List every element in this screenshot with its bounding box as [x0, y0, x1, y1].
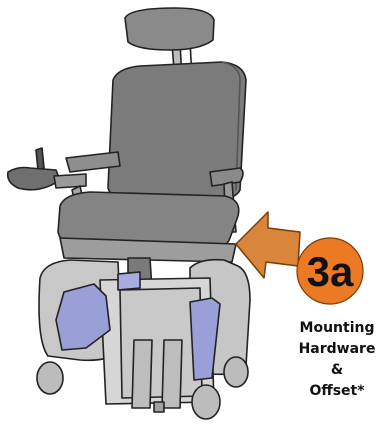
headrest [125, 8, 214, 50]
caption-line-1: Mounting [294, 318, 379, 339]
caption-line-4: Offset* [294, 381, 379, 402]
callout-arrow [236, 212, 300, 278]
caption-line-3: & [294, 360, 379, 381]
caption-line-2: Hardware [294, 339, 379, 360]
callout-badge: 3a [297, 238, 363, 304]
callout-badge-label: 3a [307, 248, 354, 295]
callout-caption: Mounting Hardware & Offset* [294, 318, 379, 402]
